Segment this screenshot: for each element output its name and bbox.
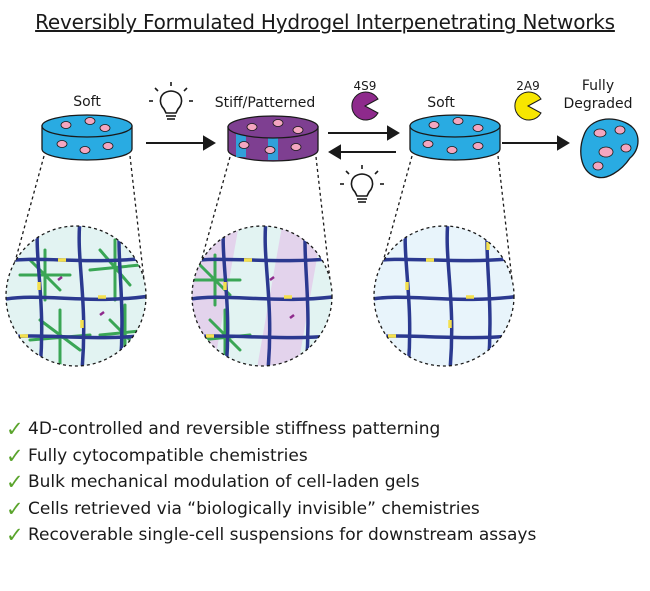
check-icon: ✓	[6, 417, 24, 442]
pacman-enzyme-icon	[514, 91, 542, 121]
list-item: ✓4D-controlled and reversible stiffness …	[6, 417, 441, 442]
list-item: ✓Cells retrieved via “biologically invis…	[6, 496, 480, 521]
degraded-gel	[580, 118, 639, 179]
check-icon: ✓	[6, 496, 24, 521]
list-item: ✓Recoverable single-cell suspensions for…	[6, 523, 537, 548]
zoom-line	[129, 155, 145, 281]
network-zoom-stiff	[191, 225, 333, 367]
check-icon: ✓	[6, 470, 24, 495]
list-item: ✓Bulk mechanical modulation of cell-lade…	[6, 470, 420, 495]
light-bulb-icon	[149, 82, 193, 120]
gel-disc-stiff	[227, 115, 319, 162]
zoom-line	[497, 155, 513, 281]
check-icon: ✓	[6, 443, 24, 468]
enzyme-label-2a9: 2A9	[516, 79, 539, 93]
gel-disc-soft-1	[41, 114, 133, 161]
stage-label-stiff: Stiff/Patterned	[215, 95, 316, 111]
network-zoom-soft-1	[5, 225, 147, 367]
enzyme-label-4s9: 4S9	[354, 79, 377, 93]
arrow-head	[557, 135, 570, 151]
arrow-head	[387, 125, 400, 141]
figure-title: Reversibly Formulated Hydrogel Interpene…	[35, 10, 615, 34]
arrow-head	[203, 135, 216, 151]
stage-label-soft-1: Soft	[73, 94, 101, 110]
gel-disc-soft-2	[409, 114, 501, 161]
zoom-line	[315, 156, 331, 281]
list-item: ✓Fully cytocompatible chemistries	[6, 443, 308, 468]
stage-label-degraded-2: Degraded	[563, 96, 632, 112]
check-icon: ✓	[6, 523, 24, 548]
network-zoom-soft-2	[373, 225, 515, 367]
pacman-enzyme-icon	[351, 91, 379, 121]
arrow-head	[328, 144, 341, 160]
stage-label-soft-2: Soft	[427, 95, 455, 111]
workflow-diagram: Soft Stiff/Patterned Soft Fully Degraded…	[5, 78, 639, 367]
light-bulb-icon	[340, 165, 384, 203]
feature-list: ✓4D-controlled and reversible stiffness …	[6, 416, 536, 549]
stage-label-degraded-1: Fully	[582, 78, 614, 94]
